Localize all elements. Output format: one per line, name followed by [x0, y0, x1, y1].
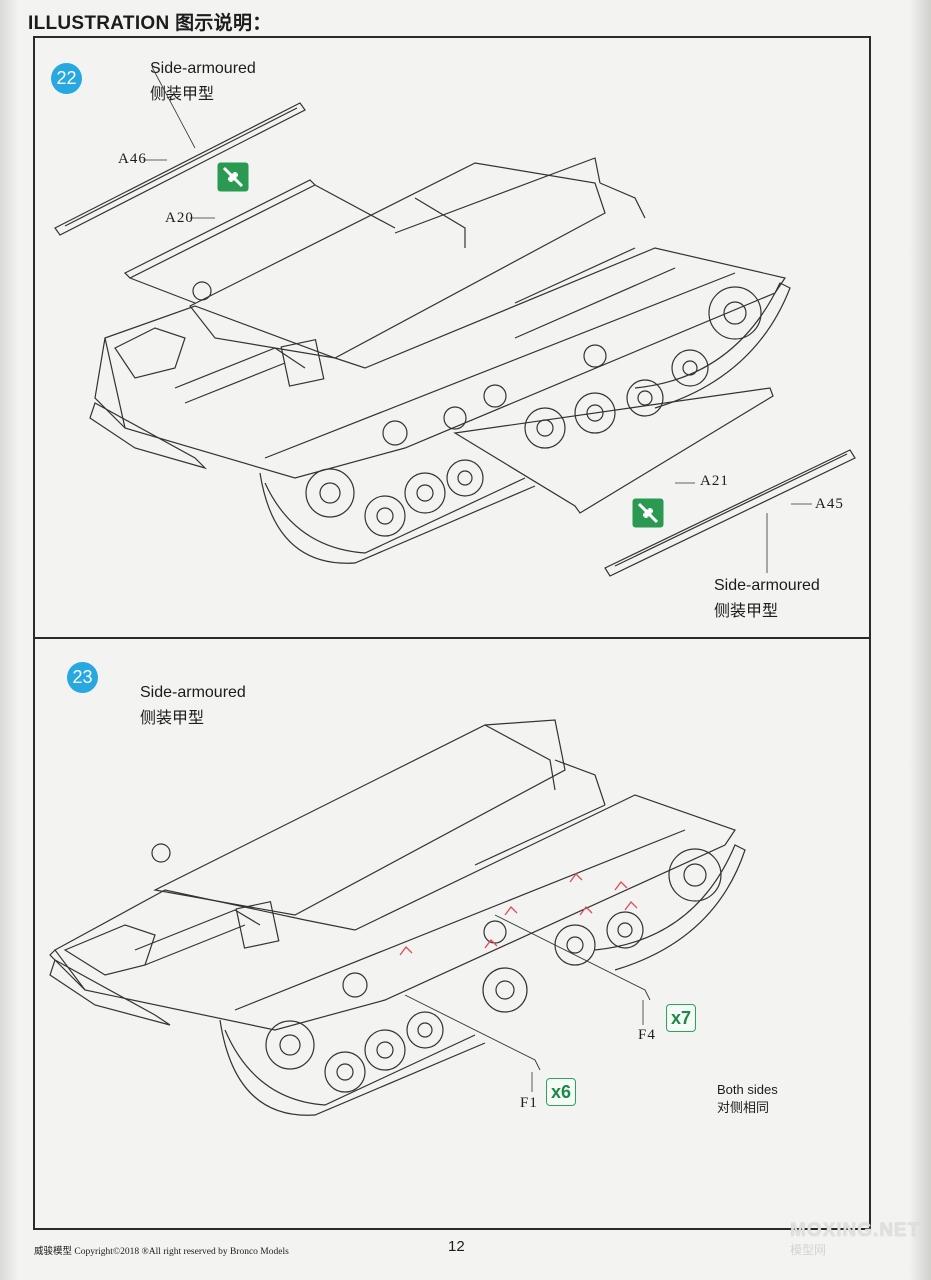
page-number: 12: [448, 1238, 465, 1255]
step-22-top-label-en: Side-armoured: [150, 60, 256, 77]
part-label-a45: A45: [815, 496, 844, 512]
step-22-bottom-label-en: Side-armoured: [714, 577, 820, 594]
note-both-sides-cn: 对侧相同: [717, 1100, 770, 1115]
part-label-a20: A20: [165, 210, 194, 226]
step-23-label-en: Side-armoured: [140, 684, 246, 701]
qty-badge-f1: x6: [546, 1078, 576, 1106]
step-23-label-cn: 侧装甲型: [140, 710, 205, 727]
part-label-f1: F1: [520, 1095, 538, 1111]
page-edge-left: [0, 0, 18, 1280]
step-divider: [33, 637, 871, 639]
page-edge-right: [909, 0, 931, 1280]
instruction-frame: [33, 36, 871, 1230]
step-22-tank-drawing: [54, 66, 856, 577]
note-both-sides-en: Both sides: [717, 1082, 778, 1097]
step-22-bottom-label-cn: 侧装甲型: [714, 603, 779, 620]
step-23-badge: 23: [67, 662, 98, 693]
footer-copyright: 威骏模型 Copyright©2018 ®All right reserved …: [34, 1247, 289, 1257]
part-label-a21: A21: [700, 473, 729, 489]
page-header: ILLUSTRATION 图示说明：: [28, 13, 272, 34]
qty-badge-f4: x7: [666, 1004, 696, 1032]
part-label-f4: F4: [638, 1027, 656, 1043]
watermark-sub: 模型网: [790, 1243, 827, 1257]
glue-icon: [632, 498, 664, 528]
watermark-logo: MOXING.NET: [790, 1220, 921, 1241]
step-22-top-label-cn: 侧装甲型: [150, 86, 215, 103]
step-22-badge: 22: [51, 63, 82, 94]
part-label-a46: A46: [118, 151, 147, 167]
glue-icon: [217, 162, 249, 192]
step-23-tank-drawing: [49, 719, 746, 1116]
